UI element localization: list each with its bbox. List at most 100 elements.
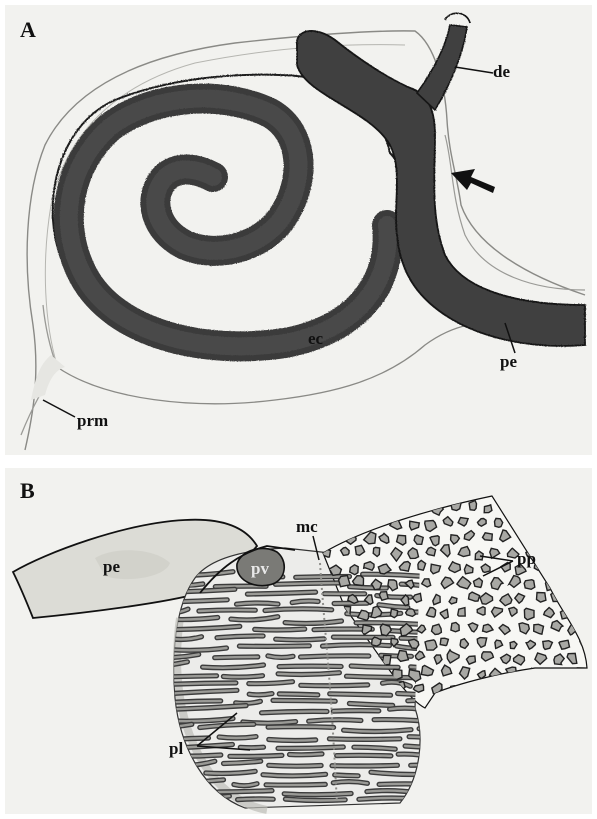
pp-cell	[543, 520, 551, 529]
pp-cell	[339, 576, 351, 587]
pl-streak	[215, 657, 258, 658]
label-ec: ec	[308, 330, 323, 347]
pp-cell	[559, 581, 568, 590]
pl-streak	[419, 728, 473, 730]
label-pv: pv	[251, 560, 269, 577]
pp-cell	[451, 501, 461, 511]
pl-streak	[268, 727, 334, 728]
pl-streak	[165, 796, 229, 799]
pl-streak	[301, 685, 368, 686]
leader-de	[455, 67, 493, 73]
pp-cell	[526, 668, 536, 678]
pl-streak	[290, 754, 323, 755]
pp-cell	[413, 684, 423, 692]
pl-streak	[249, 694, 272, 695]
pl-streak	[269, 765, 321, 766]
label-prm: prm	[77, 412, 108, 429]
pl-streak	[170, 676, 216, 677]
pl-streak	[284, 794, 351, 795]
pp-cell	[502, 504, 511, 514]
panel-b-letter: B	[20, 480, 35, 502]
pl-streak	[262, 711, 328, 712]
pl-streak	[279, 694, 318, 695]
pp-cell	[357, 522, 366, 530]
spiral-ec	[53, 75, 401, 355]
pp-cell	[495, 518, 503, 527]
pp-cell	[579, 549, 588, 556]
pp-cell	[470, 684, 479, 694]
pp-cell	[330, 502, 339, 511]
pp-cell	[578, 518, 588, 528]
pl-streak	[165, 772, 192, 774]
pp-cell	[425, 640, 437, 650]
pl-streak	[238, 799, 274, 800]
pp-cell	[406, 609, 416, 617]
pl-streak	[411, 765, 478, 769]
pl-streak	[230, 755, 282, 756]
pl-streak	[170, 787, 208, 791]
pl-streak	[170, 787, 208, 791]
pp-cell	[397, 503, 408, 513]
pp-cell	[532, 535, 542, 544]
pp-cell	[567, 594, 576, 603]
pp-cell	[426, 547, 436, 556]
pl-streak	[276, 583, 340, 584]
pp-cell	[414, 535, 423, 544]
pl-streak	[218, 791, 272, 792]
de-duct-top	[445, 13, 470, 23]
pp-cell	[559, 640, 570, 649]
pp-cell	[503, 686, 512, 695]
label-pe-b: pe	[103, 558, 120, 575]
pl-streak	[330, 694, 391, 695]
pl-streak	[329, 739, 400, 740]
pp-cell	[338, 516, 347, 525]
panel-a-letter: A	[20, 19, 36, 41]
pl-streak	[199, 610, 255, 611]
pp-cell	[363, 502, 372, 510]
pp-cell	[510, 516, 518, 526]
pl-streak	[333, 711, 379, 712]
pl-streak	[165, 796, 229, 799]
pp-cell	[483, 533, 493, 541]
pl-streak	[276, 639, 324, 640]
pp-cell	[524, 608, 534, 620]
label-mc: mc	[296, 518, 318, 535]
pl-streak	[419, 728, 473, 730]
pp-cell	[379, 592, 388, 601]
pl-streak	[223, 676, 262, 677]
pp-cell	[537, 593, 546, 603]
pp-cell	[536, 681, 548, 693]
pp-cell	[549, 564, 561, 577]
pl-streak	[351, 666, 398, 667]
pl-streak	[237, 603, 279, 604]
pp-cell	[576, 575, 587, 586]
pp-cell	[550, 684, 558, 692]
pp-cell	[398, 651, 409, 662]
label-de: de	[493, 63, 510, 80]
pp-cell	[390, 609, 397, 618]
pp-cell	[518, 685, 528, 695]
pp-cell	[475, 551, 483, 560]
leader-prm	[43, 400, 75, 417]
pp-cell	[432, 624, 442, 634]
pp-cell	[440, 638, 448, 645]
arrow-icon	[451, 169, 495, 193]
pl-streak	[337, 755, 391, 756]
pp-cell	[469, 501, 476, 511]
pp-cell	[551, 503, 560, 511]
panel-a: A de ec pe prm	[5, 5, 592, 455]
label-pe-a: pe	[500, 353, 517, 370]
pp-cell	[484, 505, 492, 513]
pp-cell	[451, 623, 459, 632]
pp-cell	[568, 504, 578, 513]
pp-cell	[485, 680, 495, 691]
pl-streak	[173, 780, 223, 782]
pp-cell	[558, 668, 567, 677]
pp-cell	[534, 506, 543, 516]
pp-cell	[566, 681, 576, 692]
pl-streak	[255, 629, 305, 630]
pp-cell	[458, 608, 466, 617]
pp-cell	[580, 635, 590, 647]
pp-cell	[349, 503, 359, 515]
